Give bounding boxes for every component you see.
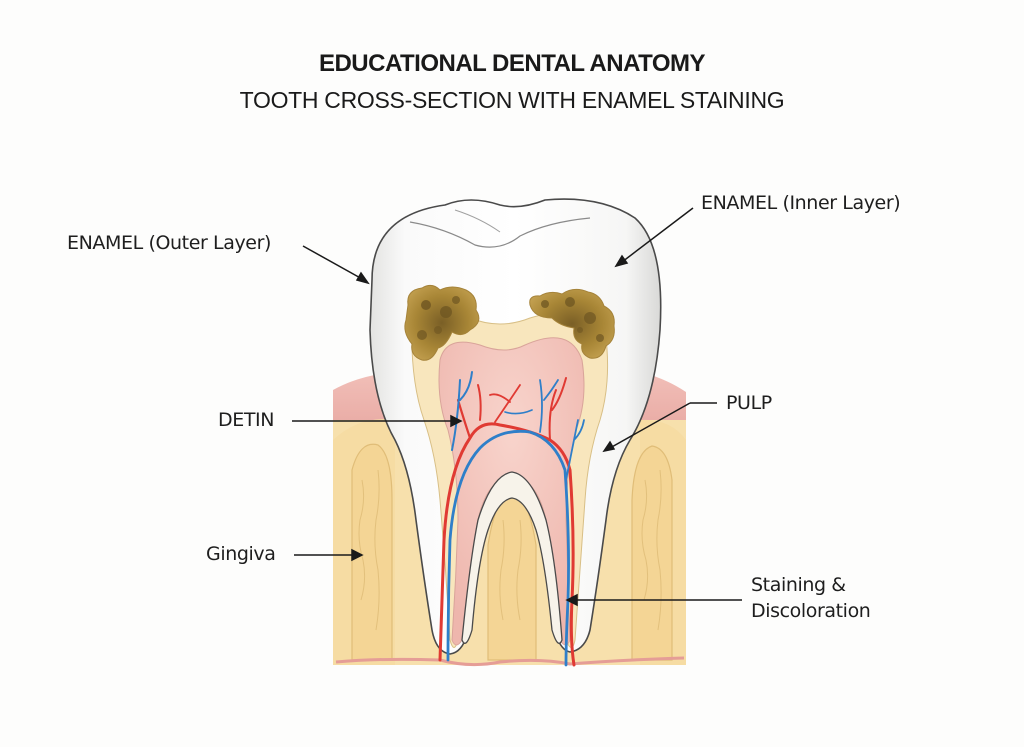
label-pulp: PULP bbox=[726, 392, 772, 414]
diagram-title: EDUCATIONAL DENTAL ANATOMY bbox=[318, 50, 706, 77]
leader-lines bbox=[292, 207, 742, 607]
enamel-stain-left bbox=[404, 284, 480, 361]
diagram-subtitle: TOOTH CROSS-SECTION WITH ENAMEL STAINING bbox=[239, 87, 785, 113]
label-gingiva: Gingiva bbox=[206, 543, 276, 565]
label-dentin: DETIN bbox=[218, 409, 275, 431]
label-staining-line2: Discoloration bbox=[751, 600, 871, 622]
enamel-stain-right bbox=[529, 288, 615, 359]
bone-tissue bbox=[333, 419, 686, 667]
label-staining-line1: Staining & bbox=[751, 574, 846, 596]
label-enamel-outer: ENAMEL (Outer Layer) bbox=[67, 232, 272, 254]
label-enamel-inner: ENAMEL (Inner Layer) bbox=[701, 192, 901, 214]
